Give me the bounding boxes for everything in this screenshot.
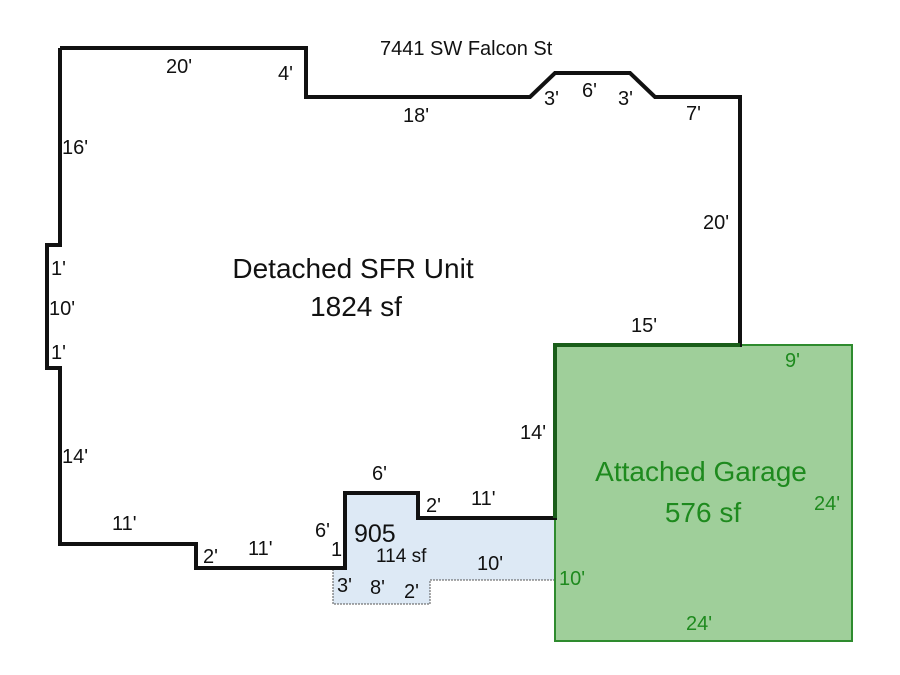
porch-id: 905: [354, 520, 396, 548]
main-unit-area: 1824 sf: [310, 291, 402, 322]
dim-bump-side: 10': [49, 298, 75, 320]
dim-bump-bottom: 1': [51, 342, 66, 364]
garage-dim-left-lower: 10': [559, 568, 585, 590]
dim-entry-fraction: 1: [331, 539, 342, 561]
dim-garage-left: 14': [520, 422, 546, 444]
dim-entry-side: 6': [315, 520, 330, 542]
porch-area-905[interactable]: [332, 492, 556, 605]
garage-area[interactable]: [554, 344, 853, 642]
porch-dim-right-bottom: 10': [477, 553, 503, 575]
dim-entry-step: 2': [426, 495, 441, 517]
dim-bay-top: 6': [582, 80, 597, 102]
dim-entry-right: 11': [471, 488, 496, 510]
dim-bottom-mid: 11': [248, 538, 273, 560]
porch-dim-left: 3': [337, 575, 352, 597]
garage-dim-bottom: 24': [686, 613, 712, 635]
garage-dim-top: 9': [785, 350, 800, 372]
porch-area-label: 114 sf: [376, 546, 427, 567]
dim-left-lower: 14': [62, 446, 88, 468]
street-label: 7441 SW Falcon St: [380, 38, 553, 60]
dim-bay-left: 3': [544, 88, 559, 110]
garage-area-label: 576 sf: [665, 497, 741, 528]
main-unit-name: Detached SFR Unit: [232, 253, 473, 284]
dim-top-mid: 18': [403, 105, 429, 127]
dim-top-right: 7': [686, 103, 701, 125]
dim-garage-top: 15': [631, 315, 657, 337]
garage-shared-wall: [553, 343, 740, 518]
porch-dim-step: 2': [404, 581, 419, 603]
porch-dim-bottom: 8': [370, 577, 385, 599]
dim-bottom-step: 2': [203, 546, 218, 568]
dim-top-left: 20': [166, 56, 192, 78]
garage-name: Attached Garage: [595, 456, 807, 487]
dim-bump-top: 1': [51, 258, 66, 280]
dim-left-upper: 16': [62, 137, 88, 159]
dim-right-side: 20': [703, 212, 729, 234]
dim-bay-right: 3': [618, 88, 633, 110]
main-unit-outline[interactable]: [45, 46, 742, 570]
dim-bottom-left: 11': [112, 513, 137, 535]
garage-dim-right: 24': [814, 493, 840, 515]
dim-entry-top: 6': [372, 463, 387, 485]
dim-step-down: 4': [278, 63, 293, 85]
